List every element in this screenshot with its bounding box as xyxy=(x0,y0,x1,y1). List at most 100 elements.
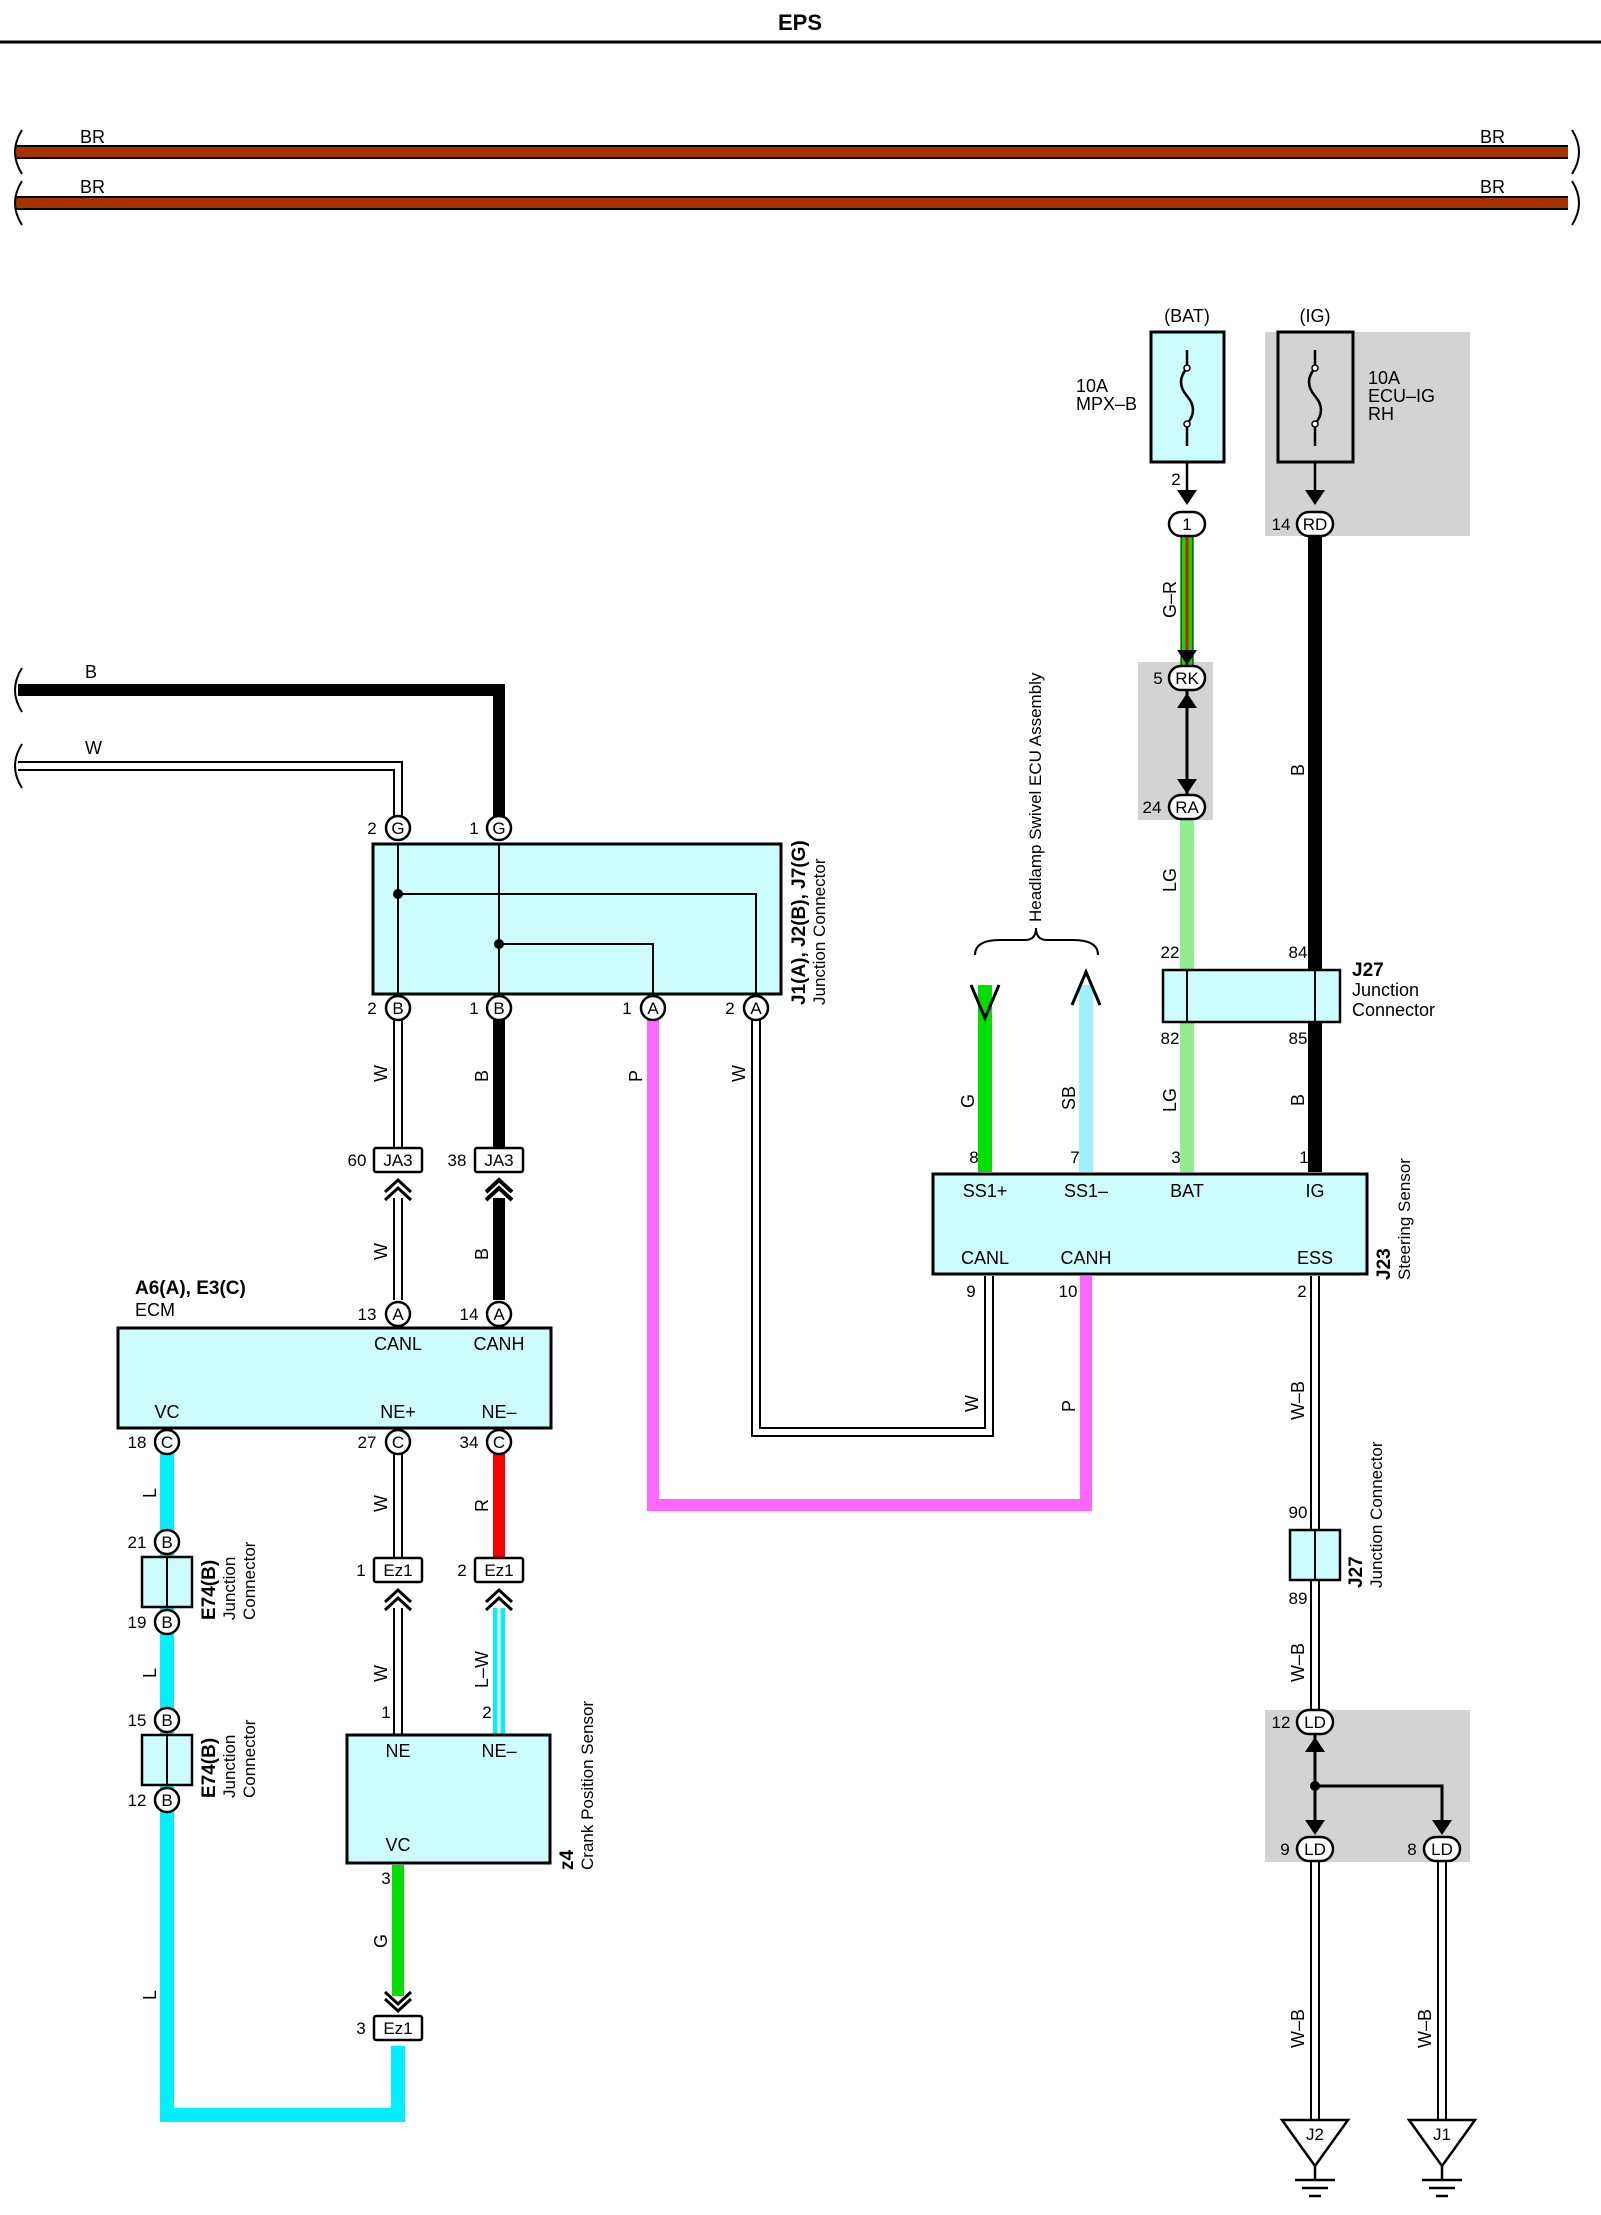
ecm-box xyxy=(116,1326,553,1430)
svg-text:J2: J2 xyxy=(1306,2125,1324,2144)
wire-label-l: L xyxy=(140,1990,160,2000)
wire-label-w: W xyxy=(371,1065,391,1082)
svg-text:2: 2 xyxy=(367,999,376,1018)
ecm-ne-minus-label: NE– xyxy=(481,1402,516,1422)
svg-text:2: 2 xyxy=(367,819,376,838)
fuse-mpx-b xyxy=(1149,330,1226,505)
pin-z4-1: 1 xyxy=(381,1703,390,1722)
br-bus-wires xyxy=(14,129,1580,226)
wire-label-b: B xyxy=(472,1248,492,1260)
svg-text:B: B xyxy=(161,1711,172,1730)
svg-text:LD: LD xyxy=(1431,1840,1453,1859)
wire-label-p: P xyxy=(626,1070,646,1082)
svg-text:B: B xyxy=(161,1791,172,1810)
ig-label: (IG) xyxy=(1300,306,1331,326)
e74-junction-bottom: B 15 B 12 xyxy=(128,1706,194,1814)
svg-text:34: 34 xyxy=(460,1433,479,1452)
j27-junction-bottom xyxy=(1288,1528,1342,1582)
steering-canl: CANL xyxy=(961,1248,1009,1268)
svg-text:RA: RA xyxy=(1175,798,1199,817)
pin-z4-2: 2 xyxy=(482,1703,491,1722)
pin-ecm-27: C 27 xyxy=(358,1428,412,1456)
svg-text:2: 2 xyxy=(725,999,734,1018)
svg-text:J1: J1 xyxy=(1433,2125,1451,2144)
svg-text:1: 1 xyxy=(469,819,478,838)
wire-label-wb: W–B xyxy=(1288,1381,1308,1420)
j27-top-name: Junction xyxy=(1352,980,1419,1000)
pin-j27-89: 89 xyxy=(1289,1589,1308,1608)
svg-text:Ez1: Ez1 xyxy=(484,1561,513,1580)
ig-fuse-name: ECU–IG xyxy=(1368,386,1435,406)
headlamp-swivel-ecu-label: Headlamp Swivel ECU Assembly xyxy=(1026,672,1045,922)
junction-connector-j1-j2-j7 xyxy=(371,842,783,996)
j27-top-name: Connector xyxy=(1352,1000,1435,1020)
steering-bat: BAT xyxy=(1170,1181,1204,1201)
steering-ig: IG xyxy=(1305,1181,1324,1201)
ecm-ne-plus-label: NE+ xyxy=(380,1402,416,1422)
j27-bottom-name: Junction Connector xyxy=(1367,1441,1386,1588)
svg-text:JA3: JA3 xyxy=(484,1151,513,1170)
connector-ez1-1: Ez1 1 xyxy=(356,1556,424,1612)
wire-label-l: L xyxy=(140,1488,160,1498)
steering-ess: ESS xyxy=(1297,1248,1333,1268)
svg-text:21: 21 xyxy=(128,1533,147,1552)
diagram-title: EPS xyxy=(778,10,822,35)
wire-label-w: W xyxy=(371,1243,391,1260)
pin-j27-90: 90 xyxy=(1289,1503,1308,1522)
svg-text:Ez1: Ez1 xyxy=(383,1561,412,1580)
svg-text:9: 9 xyxy=(1280,1840,1289,1859)
svg-text:24: 24 xyxy=(1143,798,1162,817)
j27-bottom-id: J27 xyxy=(1346,1556,1367,1588)
wire-b-top xyxy=(18,684,505,828)
e74-top-id: E74(B) xyxy=(199,1560,220,1620)
connector-rd-14: RD 14 xyxy=(1272,510,1335,538)
ground-j1: J1 xyxy=(1406,2118,1478,2198)
junction-top-id: J1(A), J2(B), J7(G) xyxy=(789,840,810,1005)
wire-label-wb: W–B xyxy=(1288,2009,1308,2048)
wire-label-g: G xyxy=(371,1934,391,1948)
pin-ss-2: 2 xyxy=(1297,1282,1306,1301)
ig-fuse-rating: 10A xyxy=(1368,368,1400,388)
svg-text:18: 18 xyxy=(128,1433,147,1452)
pin-ecm-18: C 18 xyxy=(128,1428,181,1456)
br-label: BR xyxy=(80,127,105,147)
ecm-id: A6(A), E3(C) xyxy=(135,1278,246,1299)
e74-top-name: Junction xyxy=(220,1557,239,1620)
wire-label-w: W xyxy=(729,1065,749,1082)
steering-ss1-minus: SS1– xyxy=(1064,1181,1108,1201)
br-label: BR xyxy=(80,177,105,197)
steering-canh: CANH xyxy=(1060,1248,1111,1268)
splice-dot xyxy=(1310,1781,1320,1791)
pin-jc-g1: G 1 xyxy=(469,814,513,842)
svg-text:1: 1 xyxy=(469,999,478,1018)
svg-text:1: 1 xyxy=(356,1561,365,1580)
junction-internal-wiring xyxy=(393,844,757,994)
svg-text:27: 27 xyxy=(358,1433,377,1452)
svg-text:2: 2 xyxy=(457,1561,466,1580)
e74-top-name: Connector xyxy=(240,1541,259,1620)
pin-j27-84: 84 xyxy=(1289,943,1308,962)
pin-ss-3: 3 xyxy=(1171,1148,1180,1167)
svg-text:A: A xyxy=(392,1305,404,1324)
svg-text:G: G xyxy=(391,819,404,838)
crank-ne-minus-label: NE– xyxy=(481,1741,516,1761)
wire-label-g: G xyxy=(958,1094,978,1108)
svg-text:A: A xyxy=(647,999,659,1018)
pin-jc-b1: B 1 xyxy=(469,994,513,1022)
crank-id: z4 xyxy=(557,1850,578,1871)
arrow-down-icon xyxy=(969,984,1001,1022)
svg-text:A: A xyxy=(750,999,762,1018)
pin-ss-7: 7 xyxy=(1070,1148,1079,1167)
pin-j27-85: 85 xyxy=(1289,1029,1308,1048)
wire-label-lg: LG xyxy=(1160,1088,1180,1112)
svg-text:C: C xyxy=(392,1433,404,1452)
pin-z4-3: 3 xyxy=(381,1869,390,1888)
svg-text:12: 12 xyxy=(1272,1713,1291,1732)
wire-label-p: P xyxy=(1059,1400,1079,1412)
ground-j2: J2 xyxy=(1279,2118,1351,2198)
headlamp-brace xyxy=(974,927,1099,956)
wire-label-gr: G–R xyxy=(1160,581,1180,618)
wire-gr xyxy=(1180,535,1194,665)
svg-text:1: 1 xyxy=(622,999,631,1018)
